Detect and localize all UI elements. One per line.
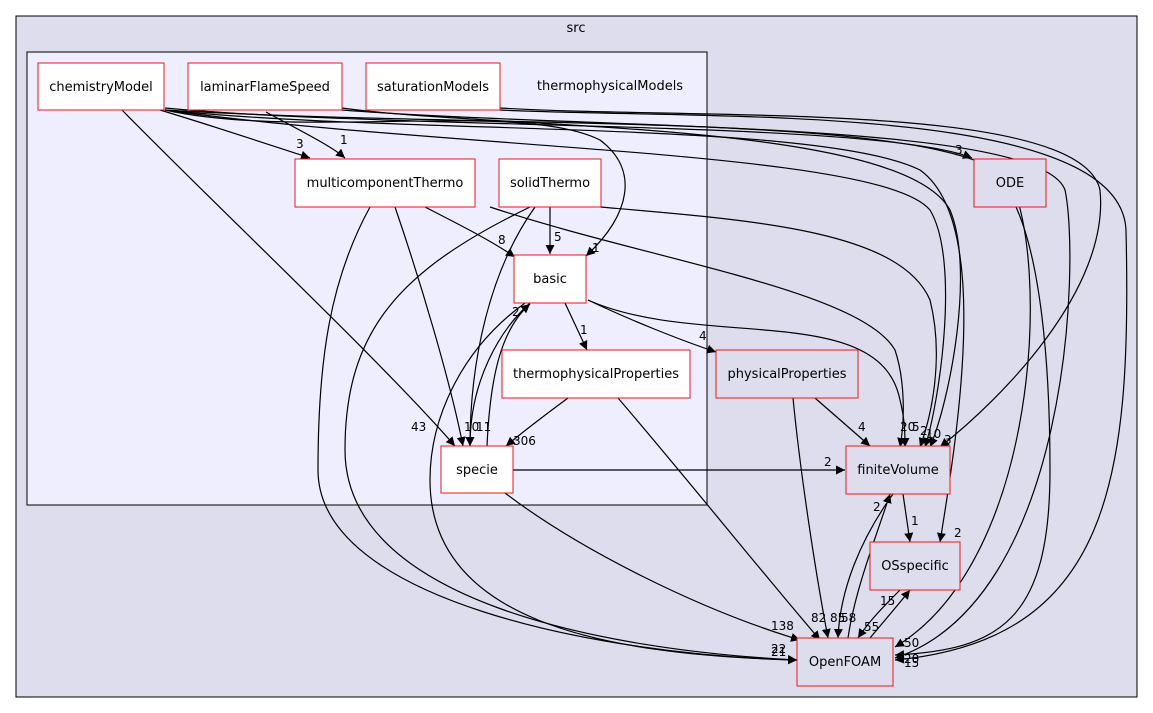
edge-thermophysicalProperties-OpenFOAM <box>617 397 821 641</box>
node-thermophysicalProperties[interactable]: thermophysicalProperties <box>501 349 691 399</box>
node-label: multicomponentThermo <box>307 176 464 191</box>
node-label: finiteVolume <box>857 463 939 478</box>
node-ODE[interactable]: ODE <box>973 158 1047 208</box>
edge-label: 43 <box>411 420 426 434</box>
edge-thermophysicalProperties-specie <box>505 397 569 447</box>
node-label: basic <box>533 272 567 287</box>
edge-finiteVolume-OpenFOAM <box>833 493 894 639</box>
edge-label: 82 <box>811 611 826 625</box>
edge-label: 85 <box>830 611 845 625</box>
edge-label: 21 <box>771 645 786 659</box>
edge-basic-finiteVolume <box>587 299 910 448</box>
edge-label: 5 <box>554 230 562 244</box>
edge-label: 3 <box>944 433 952 447</box>
edge-solidThermo-specie <box>465 206 536 447</box>
edges <box>121 107 1128 665</box>
edge-laminarFlameSpeed-OpenFOAM <box>341 109 1071 660</box>
edge-label: 2 <box>954 526 962 540</box>
edge-chemistryModel-finiteVolume <box>164 109 947 448</box>
edge-solidThermo-finiteVolume <box>599 206 937 448</box>
edge-label: 10 <box>926 427 941 441</box>
node-physicalProperties[interactable]: physicalProperties <box>715 349 859 399</box>
edge-basic-thermophysicalProperties <box>564 302 588 351</box>
edge-label: 20 <box>904 652 919 666</box>
node-label: specie <box>456 463 498 478</box>
cluster-thermophysicalModels <box>26 51 708 506</box>
node-chemistryModel[interactable]: chemistryModel <box>37 62 165 111</box>
edge-label: 1 <box>911 514 919 528</box>
node-multicomponentThermo[interactable]: multicomponentThermo <box>294 158 476 208</box>
node-saturationModels[interactable]: saturationModels <box>365 62 501 111</box>
edge-multicomponentThermo-specie <box>394 206 466 447</box>
edge-physicalProperties-OpenFOAM <box>792 397 831 639</box>
edge-label: 2 <box>873 500 881 514</box>
edge-chemistryModel-multicomponentThermo <box>159 109 311 160</box>
edge-laminarFlameSpeed-multicomponentThermo <box>265 111 346 159</box>
node-label: physicalProperties <box>728 367 847 382</box>
edge-label: 1 <box>340 133 348 147</box>
node-basic[interactable]: basic <box>513 254 587 304</box>
edge-saturationModels-OpenFOAM <box>499 109 1128 664</box>
edge-label: 15 <box>904 656 919 670</box>
edge-chemistryModel-OSspecific <box>164 109 965 543</box>
node-laminarFlameSpeed[interactable]: laminarFlameSpeed <box>187 62 343 111</box>
edge-specie-basic <box>486 303 531 447</box>
edge-multicomponentThermo-finiteVolume <box>489 206 907 448</box>
cluster-thermophysicalModels-label[interactable]: thermophysicalModels <box>537 79 683 94</box>
edge-basic-physicalProperties <box>587 299 717 354</box>
edge-label: 3 <box>296 137 304 151</box>
edge-label: 2 <box>824 455 832 469</box>
edge-label: 3 <box>955 143 963 157</box>
edge-label: 306 <box>513 434 536 448</box>
edge-specie-OpenFOAM <box>504 492 801 642</box>
edge-label: 4 <box>858 420 866 434</box>
edge-label: 8 <box>498 233 506 247</box>
edge-label: 2 <box>512 305 520 319</box>
edge-label: 11 <box>476 420 491 434</box>
node-label: ODE <box>996 176 1024 191</box>
edge-label: 1 <box>580 323 588 337</box>
edge-label: 15 <box>880 594 895 608</box>
edge-label: 55 <box>864 620 879 634</box>
node-solidThermo[interactable]: solidThermo <box>498 158 602 208</box>
node-OpenFOAM[interactable]: OpenFOAM <box>796 637 894 687</box>
edge-label: 4 <box>699 329 707 343</box>
node-label: OSspecific <box>881 559 949 574</box>
edge-label: 5 <box>912 420 920 434</box>
node-label: saturationModels <box>377 80 489 95</box>
node-label: thermophysicalProperties <box>513 367 679 382</box>
edge-label: 20 <box>900 420 915 434</box>
edge-OpenFOAM-finiteVolume <box>847 493 892 639</box>
node-specie[interactable]: specie <box>440 445 514 494</box>
edge-label: 22 <box>771 642 786 656</box>
edge-multicomponentThermo-basic <box>424 206 516 258</box>
edge-physicalProperties-finiteVolume <box>814 397 871 447</box>
edge-laminarFlameSpeed-finiteVolume <box>341 107 962 448</box>
edge-saturationModels-finiteVolume <box>499 107 1102 448</box>
edge-label: 58 <box>841 611 856 625</box>
edge-chemistryModel-specie <box>121 109 456 447</box>
node-label: OpenFOAM <box>809 655 881 670</box>
edge-label: 138 <box>771 619 794 633</box>
edge-label: 50 <box>904 636 919 650</box>
edge-label: 1 <box>592 241 600 255</box>
edge-chemistryModel-basic <box>164 109 626 257</box>
edge-labels: 3 1 3 1 8 5 43 1 4 2 306 10 11 2 4 20 5 … <box>296 133 963 670</box>
node-label: solidThermo <box>510 176 590 191</box>
node-finiteVolume[interactable]: finiteVolume <box>845 445 951 495</box>
node-OSspecific[interactable]: OSspecific <box>869 541 961 591</box>
edge-OpenFOAM-OSspecific <box>869 589 911 639</box>
edge-basic-specie <box>465 302 531 447</box>
edge-basic-OpenFOAM <box>429 302 798 665</box>
edge-finiteVolume-OSspecific <box>902 493 914 543</box>
cluster-src-label: src <box>567 21 586 36</box>
node-label: laminarFlameSpeed <box>200 80 330 95</box>
edge-solidThermo-OpenFOAM <box>344 206 798 665</box>
node-label: chemistryModel <box>49 80 153 95</box>
edge-ODE-OpenFOAM <box>894 206 1051 660</box>
edge-OSspecific-OpenFOAM <box>857 589 901 639</box>
edge-label: 10 <box>464 420 479 434</box>
edge-label: 2 <box>920 424 928 438</box>
